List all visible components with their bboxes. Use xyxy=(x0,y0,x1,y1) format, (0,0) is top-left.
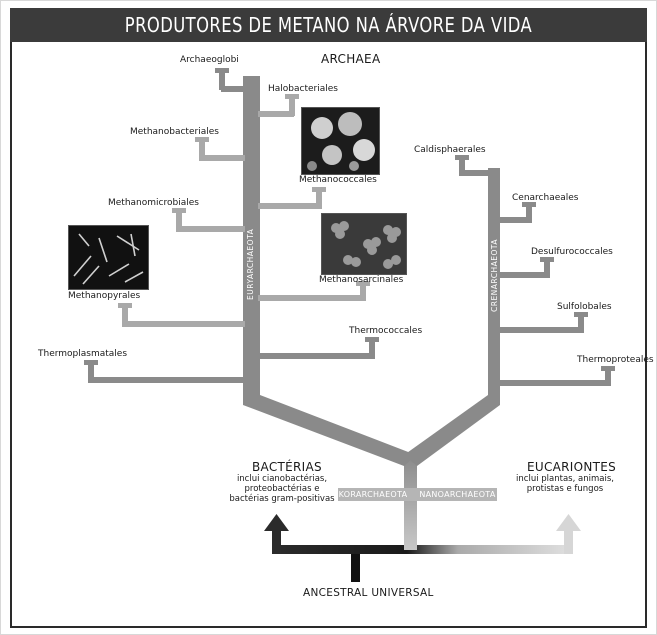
eukaryotes-description: inclui plantas, animais, protistas e fun… xyxy=(510,474,620,494)
branch-caldisphaerales xyxy=(459,170,490,176)
label-methanopyrales: Methanopyrales xyxy=(68,291,141,301)
bacteria-line-3: bactérias gram-positivas xyxy=(229,494,335,504)
label-sulfolobales: Sulfolobales xyxy=(557,302,612,312)
euryarchaeota-trunk xyxy=(243,76,260,396)
eukaryotes-title: EUCARIONTES xyxy=(527,460,617,474)
bacteria-arrow-head xyxy=(264,514,289,531)
crenarchaeota-trunk xyxy=(488,168,500,390)
label-thermoproteales: Thermoproteales xyxy=(577,355,654,365)
archaea-stem xyxy=(404,455,417,550)
label-methanomicrobiales: Methanomicrobiales xyxy=(108,198,199,208)
phyla-band xyxy=(338,488,497,501)
eukaryote-arrow-shaft xyxy=(564,530,573,554)
root-horizontal-bar xyxy=(272,545,572,554)
label-methanobacteriales: Methanobacteriales xyxy=(130,127,219,137)
phylum-euryarchaeota: EURYARCHAEOTA xyxy=(246,228,255,300)
branch-methanobacteriales xyxy=(199,155,245,161)
eukaryotes-line-2: protistas e fungos xyxy=(526,484,604,494)
bacteria-title: BACTÉRIAS xyxy=(252,460,322,474)
phylum-korarchaeota: KORARCHAEOTA xyxy=(338,490,408,499)
label-caldisphaerales: Caldisphaerales xyxy=(414,145,486,155)
label-methanococcales: Methanococcales xyxy=(299,175,377,185)
universal-ancestor-label: ANCESTRAL UNIVERSAL xyxy=(303,587,434,599)
bacteria-arrow-shaft xyxy=(272,530,281,554)
archaea-label: ARCHAEA xyxy=(321,52,381,66)
methanosarcinales-micrograph xyxy=(321,213,407,275)
eukaryotes-line-1: inclui plantas, animais, xyxy=(516,474,614,484)
branch-thermococcales xyxy=(258,353,375,359)
figure-title: PRODUTORES DE METANO NA ÁRVORE DA VIDA xyxy=(124,13,533,37)
branch-thermoproteales xyxy=(498,380,611,386)
branch-sulfolobales xyxy=(498,327,584,333)
bacteria-description: inclui cianobactérias, proteobactérias e… xyxy=(222,474,342,504)
label-thermococcales: Thermococcales xyxy=(349,326,423,336)
label-halobacteriales: Halobacteriales xyxy=(268,84,338,94)
phylum-nanoarchaeota: NANOARCHAEOTA xyxy=(419,490,496,499)
label-desulfurococcales: Desulfurococcales xyxy=(531,247,613,257)
branch-methanosarcinales xyxy=(258,295,366,301)
branch-halobacteriales xyxy=(258,111,294,117)
title-bar: PRODUTORES DE METANO NA ÁRVORE DA VIDA xyxy=(10,8,647,42)
label-cenarchaeales: Cenarchaeales xyxy=(512,193,579,203)
label-methanosarcinales: Methanosarcinales xyxy=(319,275,404,285)
branch-cenarchaeales xyxy=(498,217,532,223)
euryarchaeota-base xyxy=(243,380,416,466)
phylum-crenarchaeota: CRENARCHAEOTA xyxy=(490,238,499,312)
branch-archaeoglobi xyxy=(221,86,245,92)
eukaryote-arrow-head xyxy=(556,514,581,531)
branch-methanococcales xyxy=(258,203,322,209)
methanococcales-micrograph xyxy=(301,107,380,175)
label-thermoplasmatales: Thermoplasmatales xyxy=(38,349,128,359)
branch-desulfurococcales xyxy=(498,272,550,278)
label-archaeoglobi: Archaeoglobi xyxy=(180,55,239,65)
branch-methanopyrales xyxy=(122,321,245,327)
universal-ancestor-stem xyxy=(351,552,360,582)
diagram-panel xyxy=(10,42,647,628)
crenarchaeota-base xyxy=(404,380,500,466)
bacteria-line-2: proteobactérias e xyxy=(244,484,320,494)
branch-methanomicrobiales xyxy=(176,226,245,232)
methanopyrales-micrograph xyxy=(68,225,149,290)
branch-thermoplasmatales xyxy=(88,377,245,383)
bacteria-line-1: inclui cianobactérias, xyxy=(236,474,328,484)
